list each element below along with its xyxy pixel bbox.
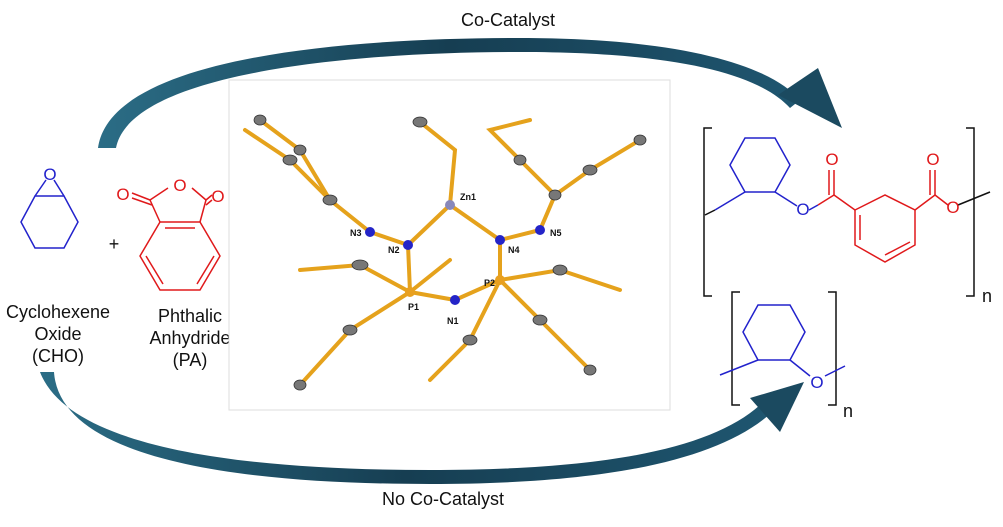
pa-name-2: Anhydride — [149, 328, 230, 348]
atom-label-n1: N1 — [447, 316, 459, 326]
cho-name-2: Oxide — [34, 324, 81, 344]
cho-name-1: Cyclohexene — [6, 302, 110, 322]
polyester-ester-oxygen: O — [946, 198, 959, 217]
polyester-repeat-n: n — [982, 286, 992, 306]
polyether-repeat-n: n — [843, 401, 853, 421]
pa-name-3: (PA) — [173, 350, 208, 370]
atom-label-n2: N2 — [388, 245, 400, 255]
pa-carbonyl-oxygen-right: O — [211, 187, 224, 206]
crystal-structure-image: Zn1 N3 N2 N4 N5 P1 P2 N1 — [228, 79, 671, 411]
plus-sign: + — [109, 234, 120, 254]
atom-label-n3: N3 — [350, 228, 362, 238]
co-catalyst-label: Co-Catalyst — [461, 10, 555, 30]
atom-label-n5: N5 — [550, 228, 562, 238]
atom-label-p1: P1 — [408, 302, 419, 312]
polyester-carbonyl-oxygen-1: O — [825, 150, 838, 169]
polyester-carbonyl-oxygen-2: O — [926, 150, 939, 169]
cho-name-3: (CHO) — [32, 346, 84, 366]
polyester-product — [703, 127, 991, 297]
co-catalyst-arrow — [98, 38, 842, 148]
no-co-catalyst-label: No Co-Catalyst — [382, 489, 504, 509]
polyether-product — [719, 291, 846, 406]
pa-carbonyl-oxygen-left: O — [116, 185, 129, 204]
cho-oxygen: O — [43, 165, 56, 184]
atom-label-zn1: Zn1 — [460, 192, 476, 202]
atom-label-n4: N4 — [508, 245, 520, 255]
polyether-oxygen: O — [810, 373, 823, 392]
pa-ring-oxygen: O — [173, 176, 186, 195]
cyclohexene-oxide-structure — [20, 179, 79, 249]
pa-name-1: Phthalic — [158, 306, 222, 326]
no-co-catalyst-arrow — [40, 372, 804, 484]
atom-label-p2: P2 — [484, 278, 495, 288]
phthalic-anhydride-structure — [131, 187, 221, 291]
polyester-ether-oxygen: O — [796, 200, 809, 219]
